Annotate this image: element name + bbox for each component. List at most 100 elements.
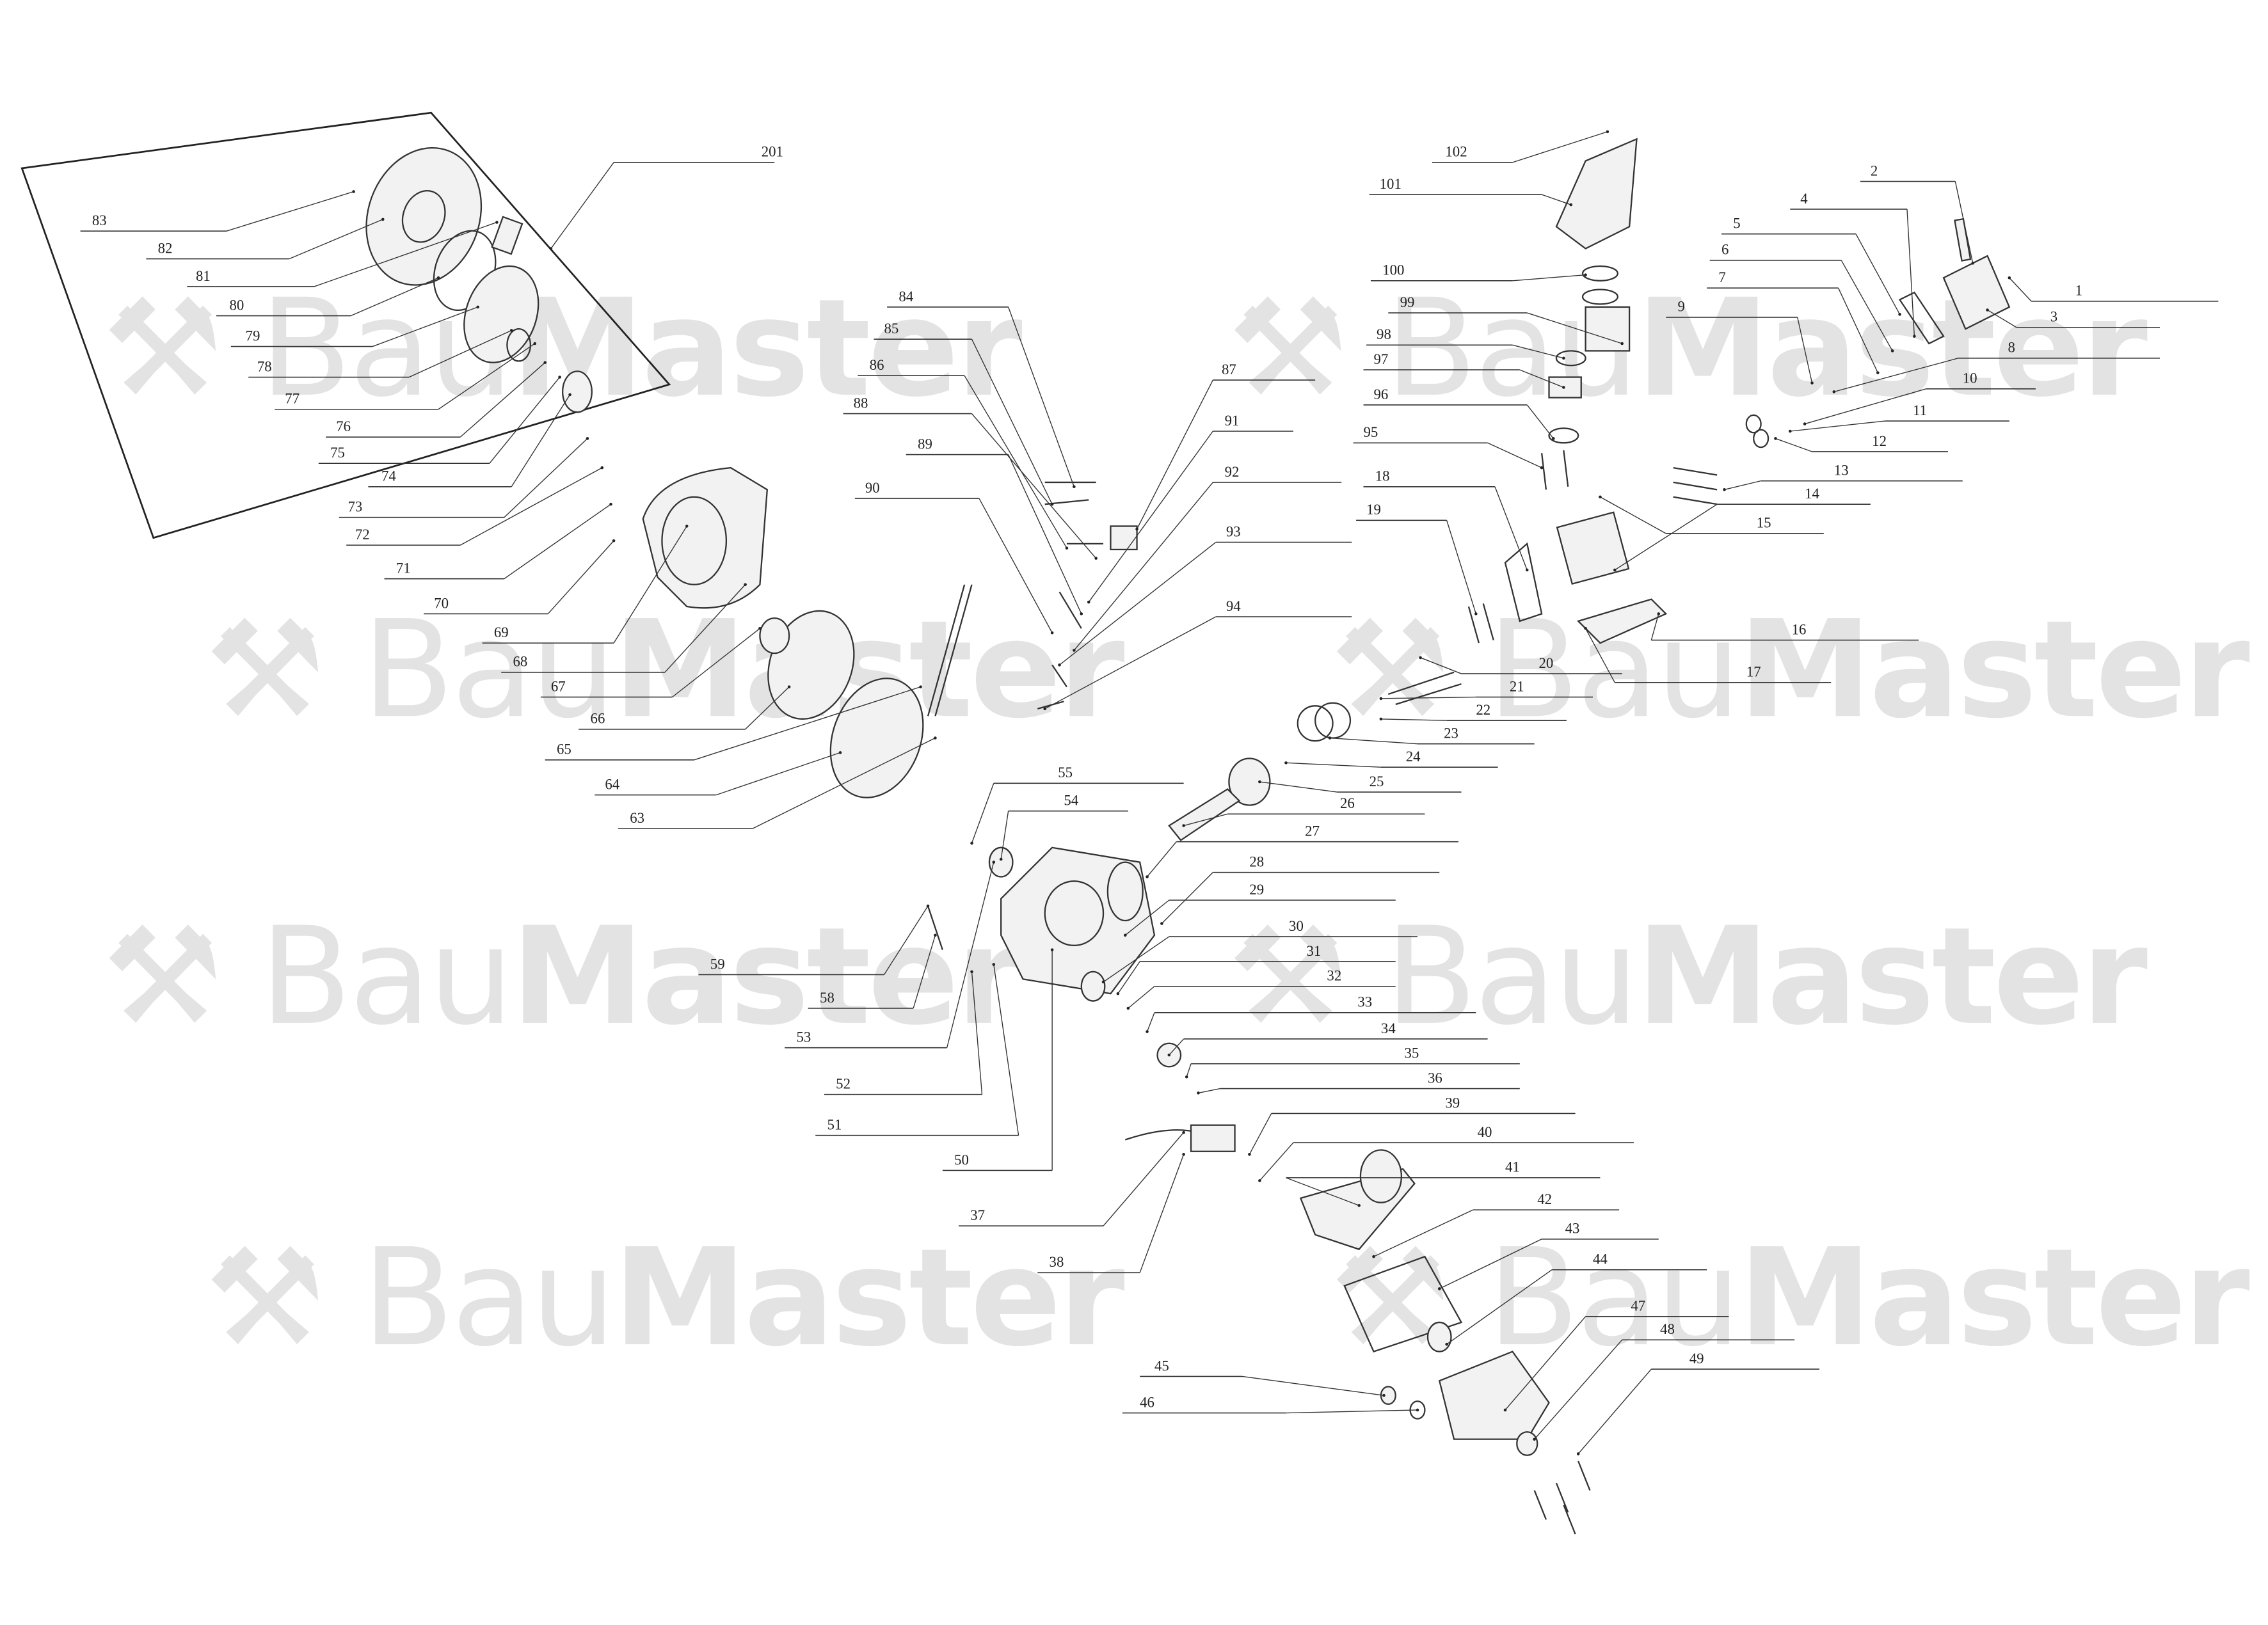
oil-sensor xyxy=(1190,1124,1236,1152)
watermark: ⚒ BauMaster xyxy=(102,270,1022,427)
leader-line xyxy=(1804,388,1926,425)
leader-line xyxy=(1487,442,1542,468)
leader-arrow xyxy=(1357,1203,1361,1207)
leader-line xyxy=(226,191,354,232)
callout: 87 xyxy=(1135,361,1316,531)
leader-arrow xyxy=(1613,568,1617,572)
part-number-label: 8 xyxy=(2008,340,2015,356)
callout: 2 xyxy=(1860,162,1975,265)
tools-logo-icon: ⚒ xyxy=(205,591,362,748)
part-number-label: 87 xyxy=(1222,361,1236,377)
callout: 50 xyxy=(942,948,1054,1171)
callout: 4 xyxy=(1790,191,1916,338)
leader-arrow xyxy=(1284,761,1288,765)
leader-arrow xyxy=(1379,717,1383,721)
leader-arrow xyxy=(1058,663,1061,667)
leader-arrow xyxy=(533,342,537,345)
leader-line xyxy=(671,628,760,698)
leader-arrow xyxy=(1160,922,1163,925)
part-number-label: 3 xyxy=(2050,309,2057,325)
leader-line xyxy=(1526,404,1554,439)
callout: 15 xyxy=(1599,495,1824,534)
watermark-bau: Bau xyxy=(1385,898,1636,1055)
leader-arrow xyxy=(1562,356,1565,360)
callout: 68 xyxy=(501,583,747,673)
leader-arrow xyxy=(1126,1006,1130,1010)
leader-line xyxy=(1534,1339,1623,1440)
leader-arrow xyxy=(1382,1393,1386,1397)
leader-arrow xyxy=(1832,390,1836,393)
leader-arrow xyxy=(934,933,937,937)
watermark-bau: Bau xyxy=(362,1219,613,1376)
watermark: ⚒ BauMaster xyxy=(205,591,1124,748)
leader-arrow xyxy=(1050,502,1054,506)
leader-line xyxy=(1259,781,1338,793)
leader-arrow xyxy=(744,583,747,587)
leader-line xyxy=(1183,813,1228,827)
part-number-label: 86 xyxy=(870,357,884,373)
leader-line xyxy=(511,394,571,488)
leader-line xyxy=(964,375,1067,549)
callout: 72 xyxy=(346,466,604,546)
part-number-label: 41 xyxy=(1505,1159,1520,1175)
part-number-label: 37 xyxy=(970,1207,985,1223)
crankcase-cover xyxy=(1438,1351,1550,1440)
leader-arrow xyxy=(1182,1130,1185,1134)
callout: 88 xyxy=(843,395,1098,560)
leader-arrow xyxy=(992,963,996,966)
part-number-label: 69 xyxy=(494,624,509,640)
leader-line xyxy=(1103,936,1170,983)
callout: 55 xyxy=(970,765,1184,845)
leader-arrow xyxy=(1569,203,1573,207)
part-number-label: 26 xyxy=(1340,795,1355,811)
leader-line xyxy=(1724,480,1761,491)
leader-arrow xyxy=(549,247,553,250)
leader-line xyxy=(1329,737,1418,745)
leader-arrow xyxy=(1135,527,1138,531)
part-number-label: 91 xyxy=(1225,413,1240,429)
leader-line xyxy=(1088,431,1213,603)
leader-arrow xyxy=(970,841,973,845)
part-number-label: 75 xyxy=(330,445,345,461)
callout: 3 xyxy=(1986,308,2160,328)
callout: 94 xyxy=(1043,598,1352,711)
callout: 40 xyxy=(1258,1124,1634,1182)
callout: 201 xyxy=(549,144,783,250)
leader-arrow xyxy=(352,190,355,193)
callout: 32 xyxy=(1126,968,1396,1010)
callout: 25 xyxy=(1258,773,1462,793)
part-number-label: 24 xyxy=(1406,749,1421,765)
leader-arrow xyxy=(1258,1179,1261,1182)
part-number-label: 22 xyxy=(1476,702,1490,718)
part-number-label: 23 xyxy=(1444,725,1458,741)
leader-arrow xyxy=(1124,933,1127,937)
leader-line xyxy=(1838,287,1878,373)
watermark-master: Master xyxy=(511,898,1022,1055)
governor-arm xyxy=(927,584,973,717)
leader-arrow xyxy=(1789,429,1792,433)
leader-arrow xyxy=(1043,707,1046,711)
leader-line xyxy=(350,277,439,317)
callout: 74 xyxy=(368,393,571,488)
leader-arrow xyxy=(919,685,922,688)
callout: 14 xyxy=(1613,486,1871,572)
part-number-label: 27 xyxy=(1305,823,1320,839)
leader-line xyxy=(459,467,603,546)
callout: 19 xyxy=(1356,502,1478,615)
part-number-label: 201 xyxy=(762,144,783,160)
part-number-label: 76 xyxy=(336,418,351,434)
leader-arrow xyxy=(1050,631,1054,635)
callout: 66 xyxy=(579,685,791,730)
callout: 17 xyxy=(1584,626,1832,683)
callout: 51 xyxy=(815,963,1019,1136)
leader-line xyxy=(1186,1063,1192,1077)
part-number-label: 40 xyxy=(1478,1124,1492,1140)
callout: 45 xyxy=(1140,1358,1386,1397)
leader-arrow xyxy=(1584,626,1587,630)
callout: 58 xyxy=(808,933,937,1009)
part-number-label: 11 xyxy=(1913,402,1927,418)
leader-line xyxy=(752,737,936,829)
leader-arrow xyxy=(568,393,571,397)
part-number-label: 5 xyxy=(1733,216,1740,232)
part-number-label: 100 xyxy=(1382,262,1404,278)
